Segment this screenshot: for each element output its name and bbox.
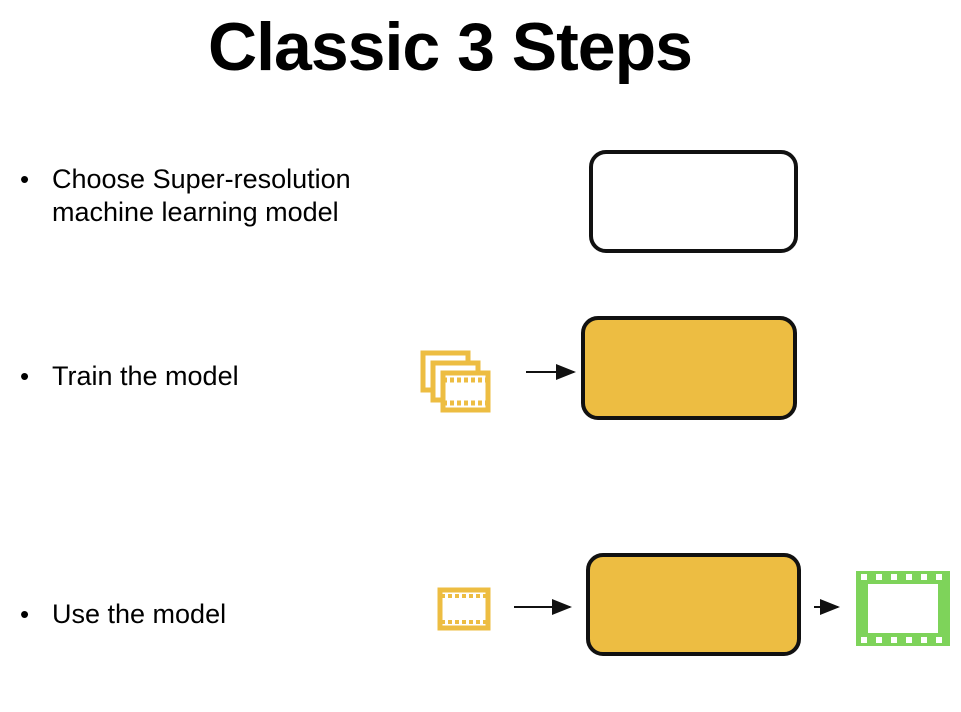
film-stack-icon <box>420 350 491 413</box>
film-frame-icon <box>437 587 491 631</box>
step-text-line: Train the model <box>52 361 239 391</box>
step-text-line: machine learning model <box>52 197 339 227</box>
empty-box-icon <box>589 150 798 253</box>
film-frame-large-icon <box>856 571 950 646</box>
page-title: Classic 3 Steps <box>208 9 693 85</box>
step-use-model: • Use the model <box>20 598 226 631</box>
step-train-model: • Train the model <box>20 360 239 393</box>
step-text-line: Choose Super-resolution <box>52 164 351 194</box>
trained-model-box <box>586 553 801 656</box>
bullet-dot: • <box>20 164 30 194</box>
bullet-dot: • <box>20 599 30 629</box>
step-text: Choose Super-resolution machine learning… <box>52 163 351 229</box>
bullet-dot: • <box>20 361 30 391</box>
step-text-line: Use the model <box>52 599 227 629</box>
training-model-box <box>581 316 797 420</box>
step-choose-model: • Choose Super-resolution machine learni… <box>20 163 351 229</box>
